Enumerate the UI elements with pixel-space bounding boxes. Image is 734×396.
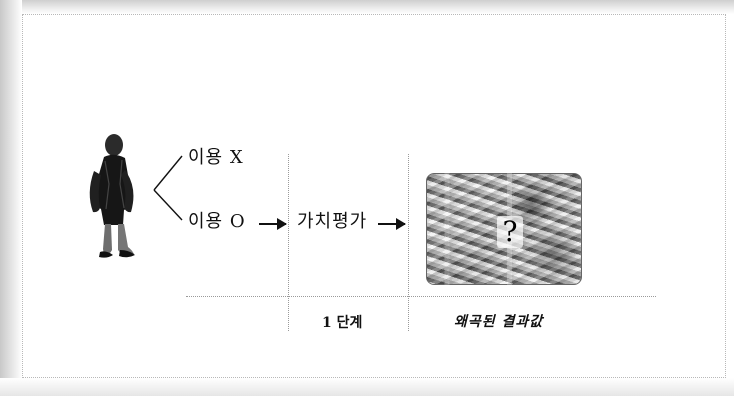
step-divider-left bbox=[288, 154, 289, 331]
question-mark: ? bbox=[497, 216, 523, 248]
person-icon bbox=[89, 134, 135, 258]
choice-branch-lines bbox=[153, 155, 183, 221]
frame-shadow-left bbox=[0, 0, 22, 378]
use-to-evaluation-arrow bbox=[259, 218, 287, 230]
result-label: 왜곡된 결과값 bbox=[454, 314, 544, 330]
value-evaluation-label: 가치평가 bbox=[297, 211, 368, 232]
money-collage-image bbox=[426, 173, 582, 285]
use-label: 이용 O bbox=[188, 211, 246, 232]
frame-shadow-bottom bbox=[0, 378, 734, 396]
no-use-label: 이용 X bbox=[188, 147, 244, 168]
baseline-divider bbox=[186, 296, 656, 297]
step-label: 1 단계 bbox=[322, 315, 363, 331]
frame-shadow-top bbox=[0, 0, 734, 14]
diagram-canvas bbox=[22, 14, 726, 378]
step-divider-right bbox=[408, 154, 409, 331]
evaluation-to-result-arrow bbox=[378, 218, 406, 230]
